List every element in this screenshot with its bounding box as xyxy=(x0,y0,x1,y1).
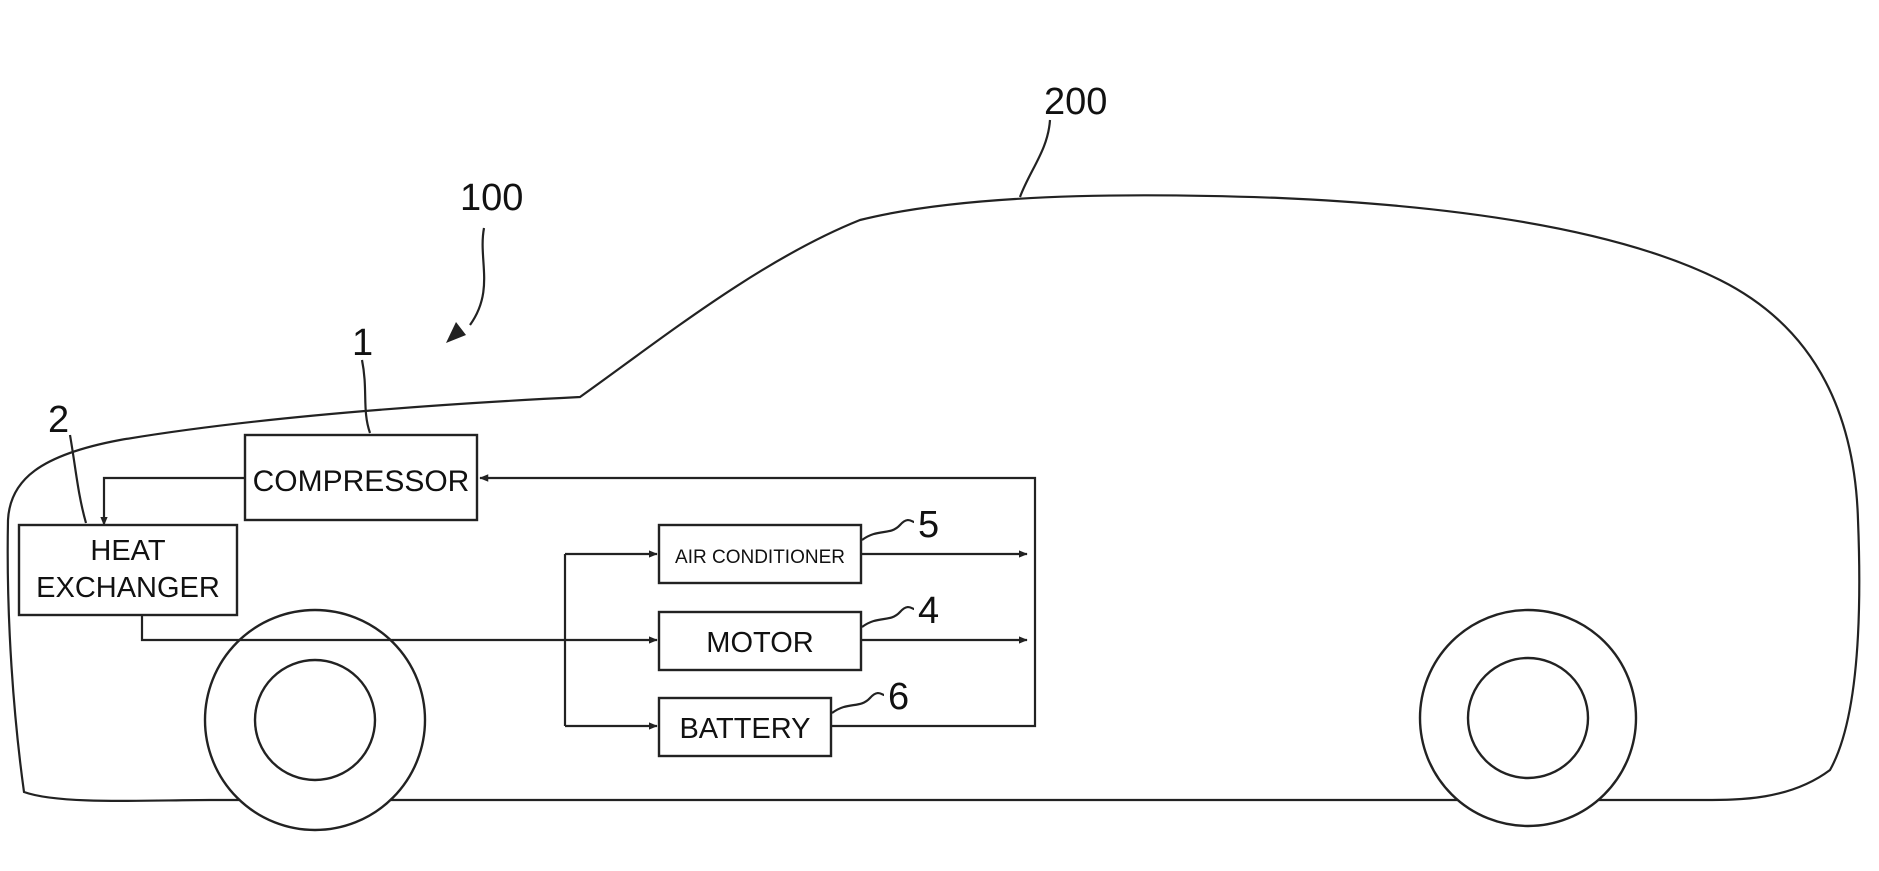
compressor-ref-numeral: 1 xyxy=(352,322,373,364)
air-conditioner-label: AIR CONDITIONER xyxy=(675,547,845,568)
system-ref-arrowhead xyxy=(446,322,466,343)
heat-exchanger-label-line1: HEAT xyxy=(90,535,165,567)
front-wheel xyxy=(205,610,425,830)
vehicle-ref-numeral: 200 xyxy=(1044,81,1107,123)
air-conditioner-ref-leader xyxy=(862,520,914,540)
reference-leaders xyxy=(70,120,1050,713)
battery-ref-numeral: 6 xyxy=(888,676,909,718)
air-conditioner-ref-numeral: 5 xyxy=(918,504,939,546)
battery-label: BATTERY xyxy=(679,713,810,745)
motor-box: MOTOR xyxy=(659,612,861,670)
heat-exchanger-box: HEAT EXCHANGER xyxy=(19,525,237,615)
battery-ref-leader xyxy=(832,693,884,713)
heat-exchanger-label-line2: EXCHANGER xyxy=(36,572,220,604)
rear-wheel xyxy=(1420,610,1636,826)
air-conditioner-box: AIR CONDITIONER xyxy=(659,525,861,583)
motor-ref-numeral: 4 xyxy=(918,590,939,632)
battery-box: BATTERY xyxy=(659,698,831,756)
motor-ref-leader xyxy=(862,607,914,627)
return-to-compressor-arrow xyxy=(480,478,1035,726)
system-ref-leader xyxy=(470,228,484,325)
compressor-box: COMPRESSOR xyxy=(245,435,477,520)
compressor-label: COMPRESSOR xyxy=(253,465,470,498)
compressor-ref-leader xyxy=(362,360,370,433)
compressor-to-heat-exchanger-arrow xyxy=(104,478,245,525)
heat-exchanger-ref-numeral: 2 xyxy=(48,399,69,441)
system-ref-numeral: 100 xyxy=(460,177,523,219)
motor-label: MOTOR xyxy=(706,627,813,659)
vehicle-ref-leader xyxy=(1020,120,1050,197)
